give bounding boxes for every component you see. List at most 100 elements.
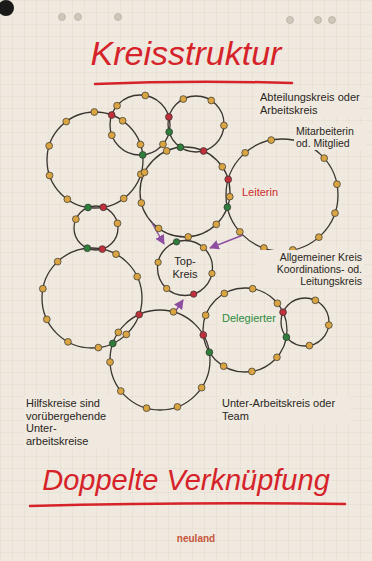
member-dot: [99, 246, 106, 253]
member-dot: [173, 239, 179, 245]
member-dot: [138, 200, 145, 207]
member-dot: [332, 210, 339, 217]
delegation-arrows: [152, 223, 243, 312]
member-dot: [190, 291, 196, 297]
circle: [281, 298, 329, 346]
member-dot: [226, 193, 233, 200]
member-dot: [166, 114, 173, 121]
member-dot: [206, 349, 213, 356]
member-dot: [274, 354, 281, 361]
member-dot: [236, 228, 243, 235]
circle: [110, 310, 210, 410]
member-dot: [177, 144, 184, 151]
circle: [140, 147, 230, 237]
member-dot: [120, 195, 127, 202]
circle-annotation: Allgemeiner Kreis Koordinations- od. Lei…: [256, 250, 364, 288]
member-dot: [107, 359, 114, 366]
member-dot: [315, 234, 322, 241]
member-dot: [63, 118, 70, 125]
member-dot: [200, 148, 207, 155]
title: Kreisstruktur: [0, 34, 372, 73]
member-dot: [166, 129, 173, 136]
member-dot: [312, 297, 319, 304]
member-dot: [268, 137, 275, 144]
member-dot: [163, 285, 169, 291]
node-body: Top- Kreis: [165, 255, 205, 280]
circle-name: Top- Kreis: [165, 255, 205, 280]
member-dot: [219, 163, 226, 170]
member-dot: [221, 122, 228, 129]
member-dot: [220, 363, 227, 370]
circle: [168, 96, 224, 152]
member-dot: [39, 285, 46, 292]
member-dot: [123, 331, 130, 338]
member-dot: [100, 204, 107, 211]
circle: [42, 248, 142, 348]
member-dot: [306, 342, 313, 349]
member-dot: [274, 300, 281, 307]
note: Hilfskreise sind vorübergehende Unter- a…: [24, 396, 120, 449]
arrow: [152, 223, 164, 244]
member-dot: [224, 204, 231, 211]
arrow: [210, 235, 243, 248]
member-dot: [46, 142, 53, 149]
circle-line: [158, 241, 213, 296]
circle: [110, 95, 170, 155]
circle-node: Top- Kreis: [156, 239, 214, 297]
member-dot: [114, 102, 121, 109]
member-dot: [249, 368, 256, 375]
member-dot: [221, 290, 228, 297]
member-dot: [208, 97, 215, 104]
circle: [226, 139, 338, 251]
member-dot: [64, 196, 71, 203]
member-dot: [180, 96, 187, 103]
member-dot: [174, 403, 181, 410]
member-dot: [136, 311, 143, 318]
circle: [74, 206, 118, 250]
member-dot: [141, 169, 148, 176]
member-dot: [242, 149, 249, 156]
member-dot: [46, 172, 53, 179]
circle-annotation: Mitarbeiterin od. Mitglied: [294, 124, 366, 150]
circle-annotation: Abteilungskreis oder Arbeitskreis: [258, 90, 362, 117]
member-dot: [114, 220, 121, 227]
member-dot: [209, 270, 215, 276]
member-dot: [117, 388, 124, 395]
member-dot: [325, 322, 332, 329]
member-dot: [143, 405, 150, 412]
member-dot: [84, 245, 91, 252]
member-dot: [283, 334, 290, 341]
role-label: Leiterin: [240, 185, 280, 200]
member-dot: [170, 308, 177, 315]
corner-shadow: [0, 0, 14, 16]
member-dot: [85, 204, 92, 211]
member-dot: [185, 233, 192, 240]
member-dot: [119, 117, 126, 124]
member-dot: [321, 155, 328, 162]
circle-annotation: Unter-Arbeitskreis oder Team: [220, 396, 350, 423]
member-dot: [43, 316, 50, 323]
member-dot: [225, 176, 232, 183]
member-dot: [198, 384, 205, 391]
member-dot: [65, 338, 72, 345]
member-dot: [95, 344, 102, 351]
member-dot: [54, 258, 61, 265]
title-underline: [95, 82, 292, 84]
member-dot: [134, 273, 141, 280]
circle: [47, 112, 143, 208]
member-dot: [280, 309, 287, 316]
member-dot: [155, 225, 162, 232]
member-dot: [202, 312, 209, 319]
member-dot: [155, 259, 161, 265]
member-dot: [139, 151, 146, 158]
member-dot: [109, 340, 116, 347]
logo-text: neuland: [10, 533, 372, 545]
member-dot: [108, 132, 115, 139]
member-dot: [113, 251, 120, 258]
member-dot: [108, 112, 115, 119]
punch-holes: [59, 14, 336, 24]
member-dot: [115, 329, 122, 336]
